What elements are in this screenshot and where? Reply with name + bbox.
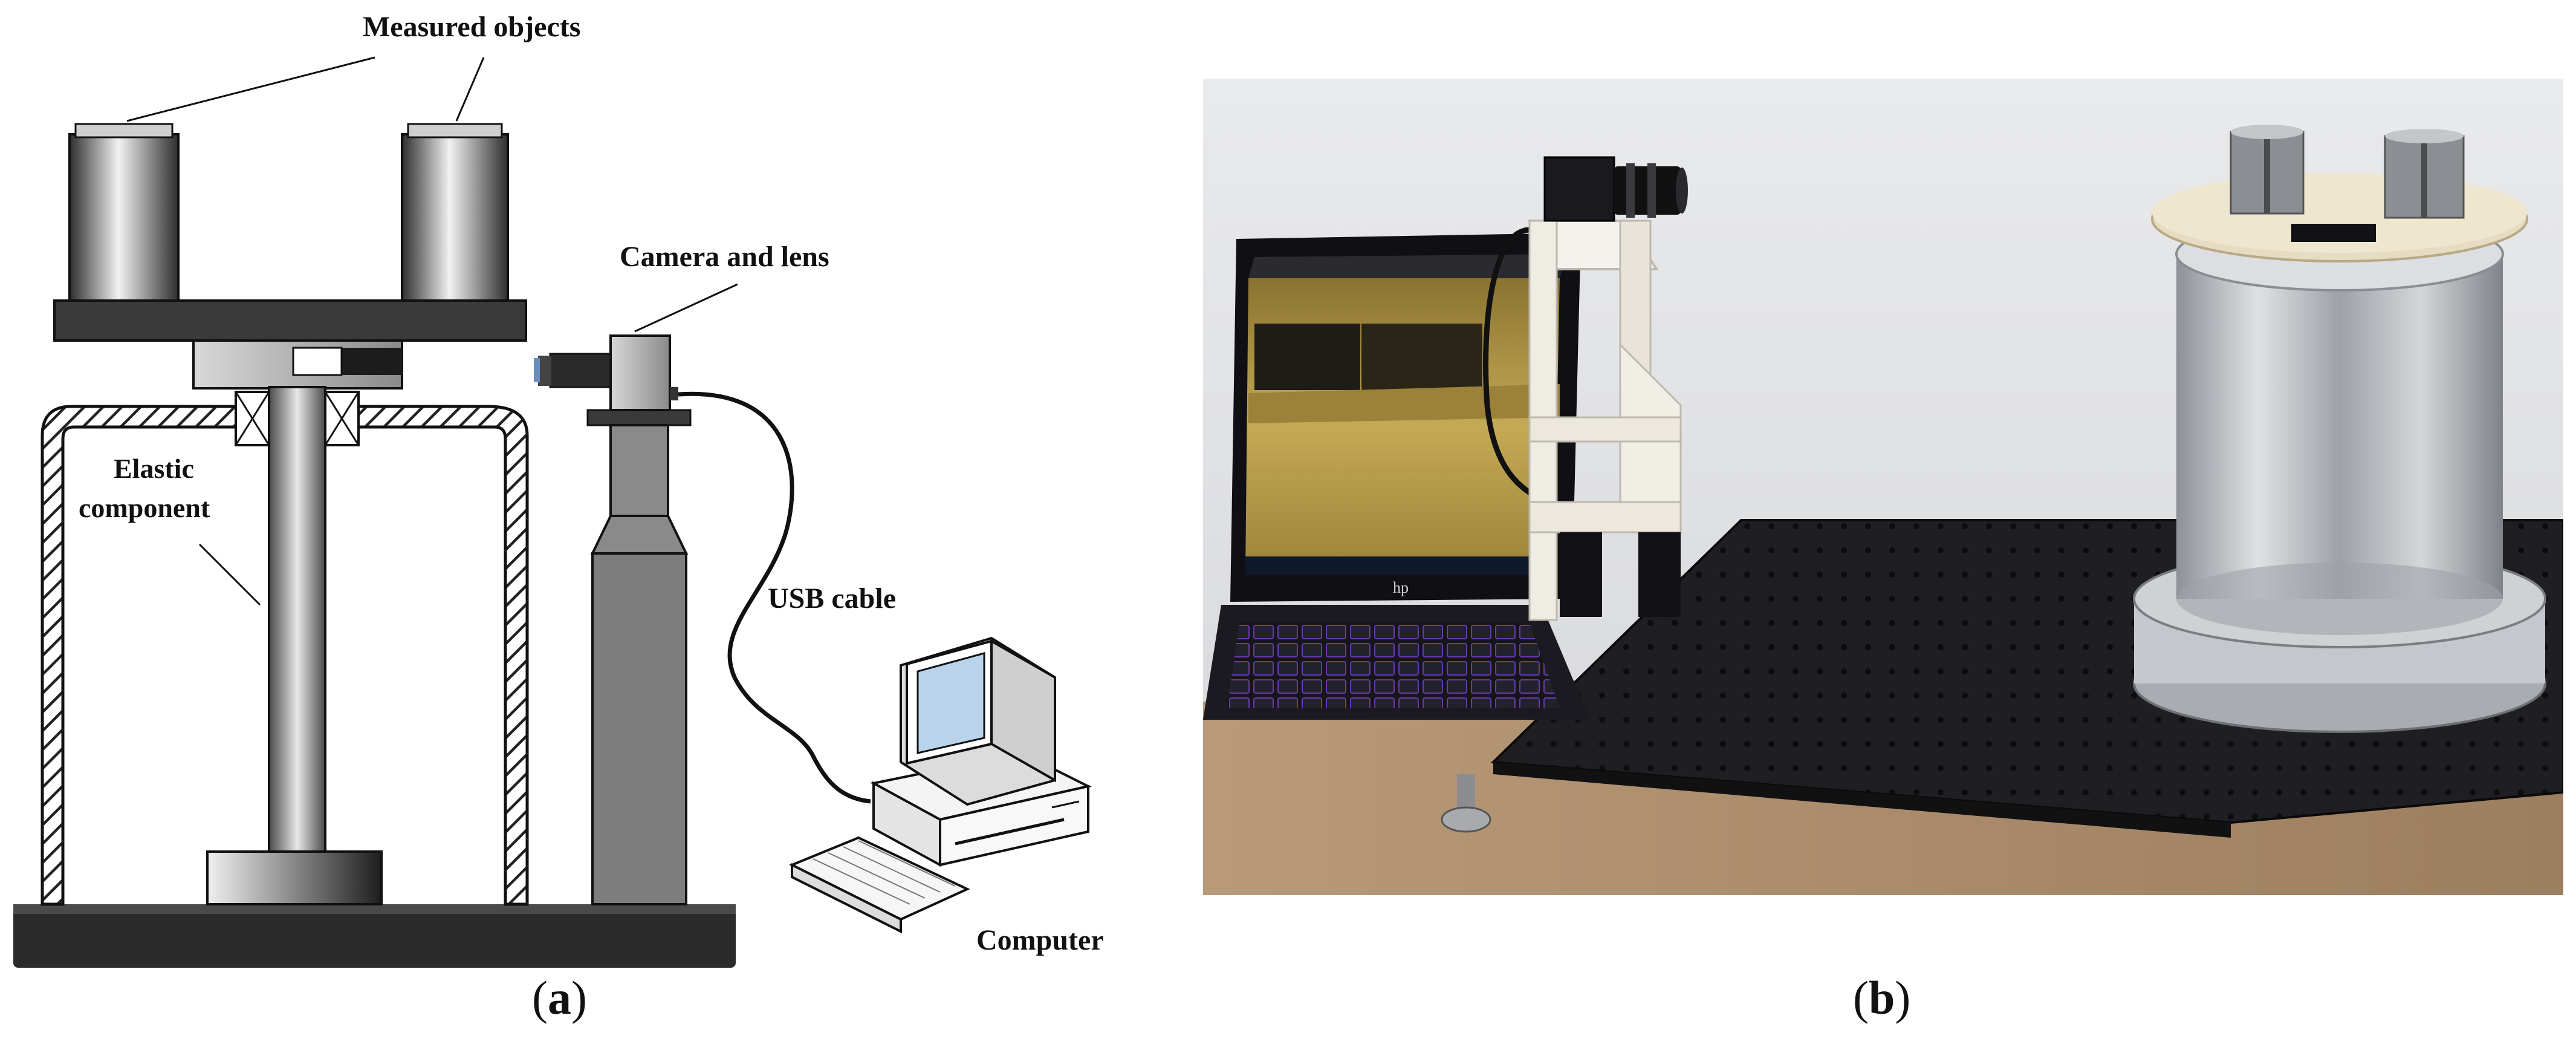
label-measured-objects: Measured objects xyxy=(363,11,580,43)
label-elastic: Elastic xyxy=(114,453,194,484)
photo-svg: hp xyxy=(1203,79,2565,895)
schematic-panel: Measured objects Camera and lens Elastic… xyxy=(0,0,1185,1047)
camera-mount xyxy=(1527,220,1682,621)
label-usb-cable: USB cable xyxy=(768,582,896,615)
camera-and-lens xyxy=(534,334,678,411)
label-camera-and-lens: Camera and lens xyxy=(620,241,829,273)
measured-object-left xyxy=(68,123,180,302)
caption-b-close: ) xyxy=(1895,971,1911,1024)
rod-foot xyxy=(206,850,383,905)
caption-b-letter: b xyxy=(1868,971,1895,1024)
rotating-disk xyxy=(2151,173,2528,262)
top-plate xyxy=(53,299,527,342)
caption-a-open: ( xyxy=(532,971,548,1024)
camera-stand xyxy=(586,409,692,905)
bearing-left xyxy=(235,391,270,446)
schematic-svg: Measured objects Camera and lens Elastic… xyxy=(13,11,1104,968)
laptop-screen xyxy=(1248,254,1566,278)
label-computer: Computer xyxy=(976,924,1104,956)
measured-object-right-photo xyxy=(2384,129,2465,219)
elastic-rod xyxy=(268,386,326,857)
base-plate xyxy=(13,904,736,968)
camera xyxy=(1543,156,1688,222)
support-frame xyxy=(41,405,529,906)
caption-a: (a) xyxy=(532,971,587,1025)
caption-a-letter: a xyxy=(547,971,571,1024)
label-component: component xyxy=(79,492,210,523)
caption-b-open: ( xyxy=(1853,971,1869,1024)
measured-object-left-photo xyxy=(2230,125,2305,215)
aluminum-cylinder xyxy=(2133,217,2546,733)
caption-a-close: ) xyxy=(571,971,587,1024)
photo-panel: hp xyxy=(1203,79,2565,895)
measured-object-right xyxy=(401,123,509,302)
table-foot xyxy=(1441,774,1491,833)
laptop: hp xyxy=(1203,233,1590,720)
usb-cable xyxy=(678,391,871,804)
laptop-brand: hp xyxy=(1393,579,1409,596)
bearing-right xyxy=(324,391,360,446)
caption-b: (b) xyxy=(1853,971,1910,1025)
computer-illustration xyxy=(789,636,1092,934)
camera-cable xyxy=(1483,227,1549,505)
